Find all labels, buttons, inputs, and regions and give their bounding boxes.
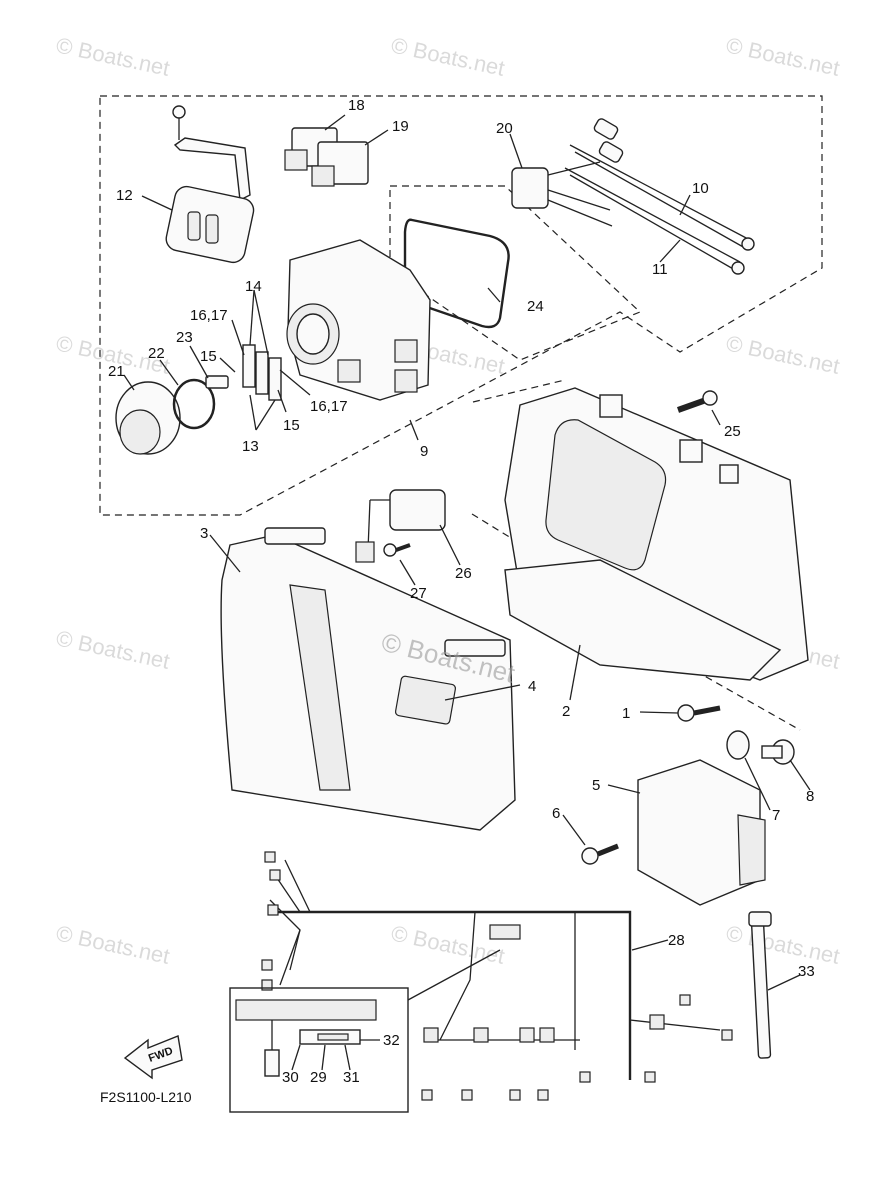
cover-12 <box>165 105 255 264</box>
cable-tie-33 <box>748 911 772 1059</box>
guide-line <box>472 379 566 403</box>
grommet-7 <box>726 730 750 760</box>
callout-23: 23 <box>176 329 193 346</box>
callout-20: 20 <box>496 120 513 137</box>
callout-16-17-a: 16,17 <box>190 307 228 324</box>
callout-24: 24 <box>527 298 544 315</box>
coil-26 <box>355 489 446 563</box>
assembly-outline-9 <box>99 95 823 516</box>
callout-28: 28 <box>668 932 685 949</box>
callout-7: 7 <box>772 807 780 824</box>
callout-8: 8 <box>806 788 814 805</box>
callout-3: 3 <box>200 525 208 542</box>
callout-13: 13 <box>242 438 259 455</box>
watermark: © Boats.net <box>389 920 507 968</box>
electric-box <box>286 239 431 401</box>
callout-16-17-b: 16,17 <box>310 398 348 415</box>
watermark: © Boats.net <box>54 32 172 80</box>
ecu-5 <box>637 759 766 906</box>
fuses-13-17 <box>242 344 282 401</box>
callout-5: 5 <box>592 777 600 794</box>
cables-10-11 <box>564 118 755 275</box>
callout-11: 11 <box>652 261 668 278</box>
relays-18-19 <box>284 127 369 187</box>
callout-22: 22 <box>148 345 165 362</box>
plug-23 <box>205 375 229 389</box>
watermark: © Boats.net <box>724 32 842 80</box>
callout-26: 26 <box>455 565 472 582</box>
inset-29-32 <box>229 949 501 1113</box>
sensor-20 <box>511 161 613 227</box>
callout-2: 2 <box>562 703 570 720</box>
callout-30: 30 <box>282 1069 299 1086</box>
callout-29: 29 <box>310 1069 327 1086</box>
callout-4: 4 <box>528 678 536 695</box>
callout-6: 6 <box>552 805 560 822</box>
bolt-1 <box>677 704 721 722</box>
callout-9: 9 <box>420 443 428 460</box>
watermark: © Boats.net <box>724 330 842 378</box>
diagram-code: F2S1100-L210 <box>100 1089 192 1105</box>
watermark: © Boats.net <box>54 920 172 968</box>
watermark: © Boats.net <box>54 625 172 673</box>
callout-labels: 18 19 20 10 11 12 14 16,17 23 22 15 21 1… <box>108 97 815 1086</box>
callout-1: 1 <box>622 705 630 722</box>
bolt-25 <box>676 390 718 413</box>
callout-31: 31 <box>343 1069 360 1086</box>
callout-10: 10 <box>692 180 709 197</box>
bolt-27 <box>383 543 411 557</box>
callout-15-a: 15 <box>200 348 217 365</box>
o-ring-22 <box>172 378 216 430</box>
callout-19: 19 <box>392 118 409 135</box>
bolt-6 <box>581 843 619 865</box>
collar-8 <box>761 739 795 765</box>
callout-18: 18 <box>348 97 365 114</box>
callout-25: 25 <box>724 423 741 440</box>
cover-3 <box>220 527 516 831</box>
callout-33: 33 <box>798 963 815 980</box>
callout-21: 21 <box>108 363 125 380</box>
harness-28 <box>261 851 733 1101</box>
callout-15-b: 15 <box>283 417 300 434</box>
callout-27: 27 <box>410 585 427 602</box>
fwd-arrow-icon: FWD <box>123 1035 183 1080</box>
callout-14: 14 <box>245 278 262 295</box>
watermark: © Boats.net <box>724 920 842 968</box>
watermark: © Boats.net <box>389 32 507 80</box>
box-base-2 <box>504 387 809 681</box>
callout-32: 32 <box>383 1032 400 1049</box>
gasket-24 <box>403 218 510 329</box>
leader-lines <box>123 114 811 1071</box>
callout-12: 12 <box>116 187 133 204</box>
cap-21 <box>115 381 181 455</box>
inner-outline <box>389 185 642 361</box>
